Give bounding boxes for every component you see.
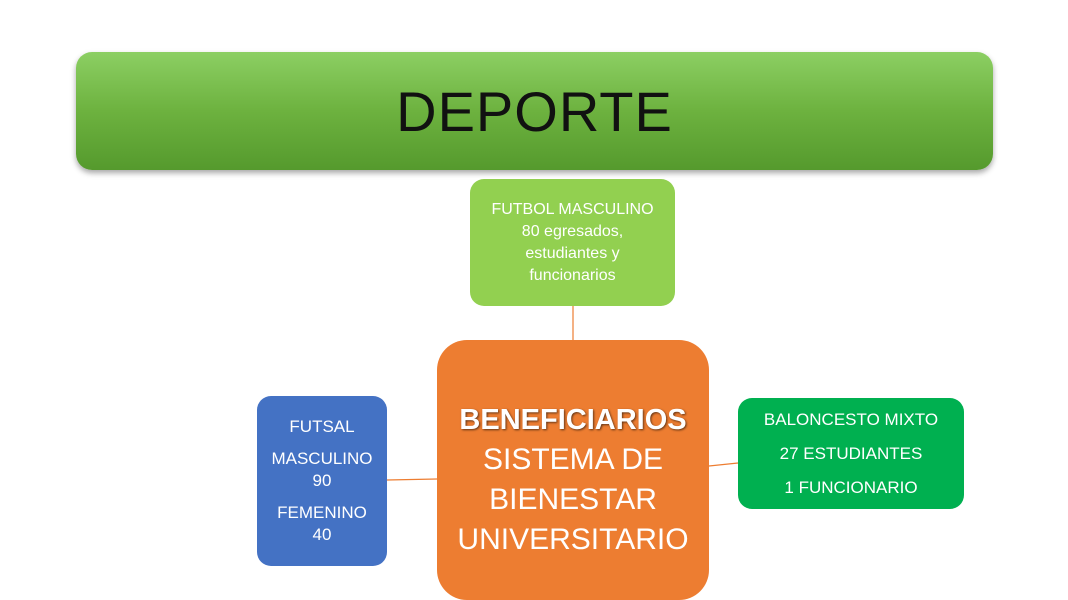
beneficiarios-line-1: SISTEMA DE xyxy=(482,443,664,476)
futbol-line-2: estudiantes y xyxy=(525,244,620,262)
futbol-heading: FUTBOL MASCULINO xyxy=(491,200,654,218)
futsal-masculino-value: 90 xyxy=(312,471,332,490)
futbol-line-3: funcionarios xyxy=(529,266,616,284)
baloncesto-line-2: 1 FUNCIONARIO xyxy=(784,477,918,497)
connector-right xyxy=(708,462,739,467)
connector-lines xyxy=(386,306,739,481)
beneficiarios-line-2: BIENESTAR xyxy=(489,483,657,516)
baloncesto-mixto-box: BALONCESTO MIXTO 27 ESTUDIANTES 1 FUNCIO… xyxy=(738,398,964,509)
futsal-femenino-label: FEMENINO xyxy=(277,503,367,522)
baloncesto-line-1: 27 ESTUDIANTES xyxy=(779,443,923,463)
title-banner: DEPORTE xyxy=(76,52,993,170)
beneficiarios-box: BENEFICIARIOS SISTEMA DE BIENESTAR UNIVE… xyxy=(437,340,709,600)
futbol-line-1: 80 egresados, xyxy=(521,222,624,240)
futsal-femenino-value: 40 xyxy=(312,525,332,544)
beneficiarios-line-3: UNIVERSITARIO xyxy=(457,523,689,556)
futsal-masculino-label: MASCULINO xyxy=(271,449,373,468)
connector-left xyxy=(386,478,438,481)
futsal-heading: FUTSAL xyxy=(289,417,355,436)
beneficiarios-heading: BENEFICIARIOS xyxy=(459,404,687,436)
baloncesto-heading: BALONCESTO MIXTO xyxy=(763,409,939,429)
futsal-box: FUTSAL MASCULINO 90 FEMENINO 40 xyxy=(257,396,387,566)
futbol-masculino-box: FUTBOL MASCULINO 80 egresados, estudiant… xyxy=(470,179,675,306)
title-text: DEPORTE xyxy=(396,79,673,143)
